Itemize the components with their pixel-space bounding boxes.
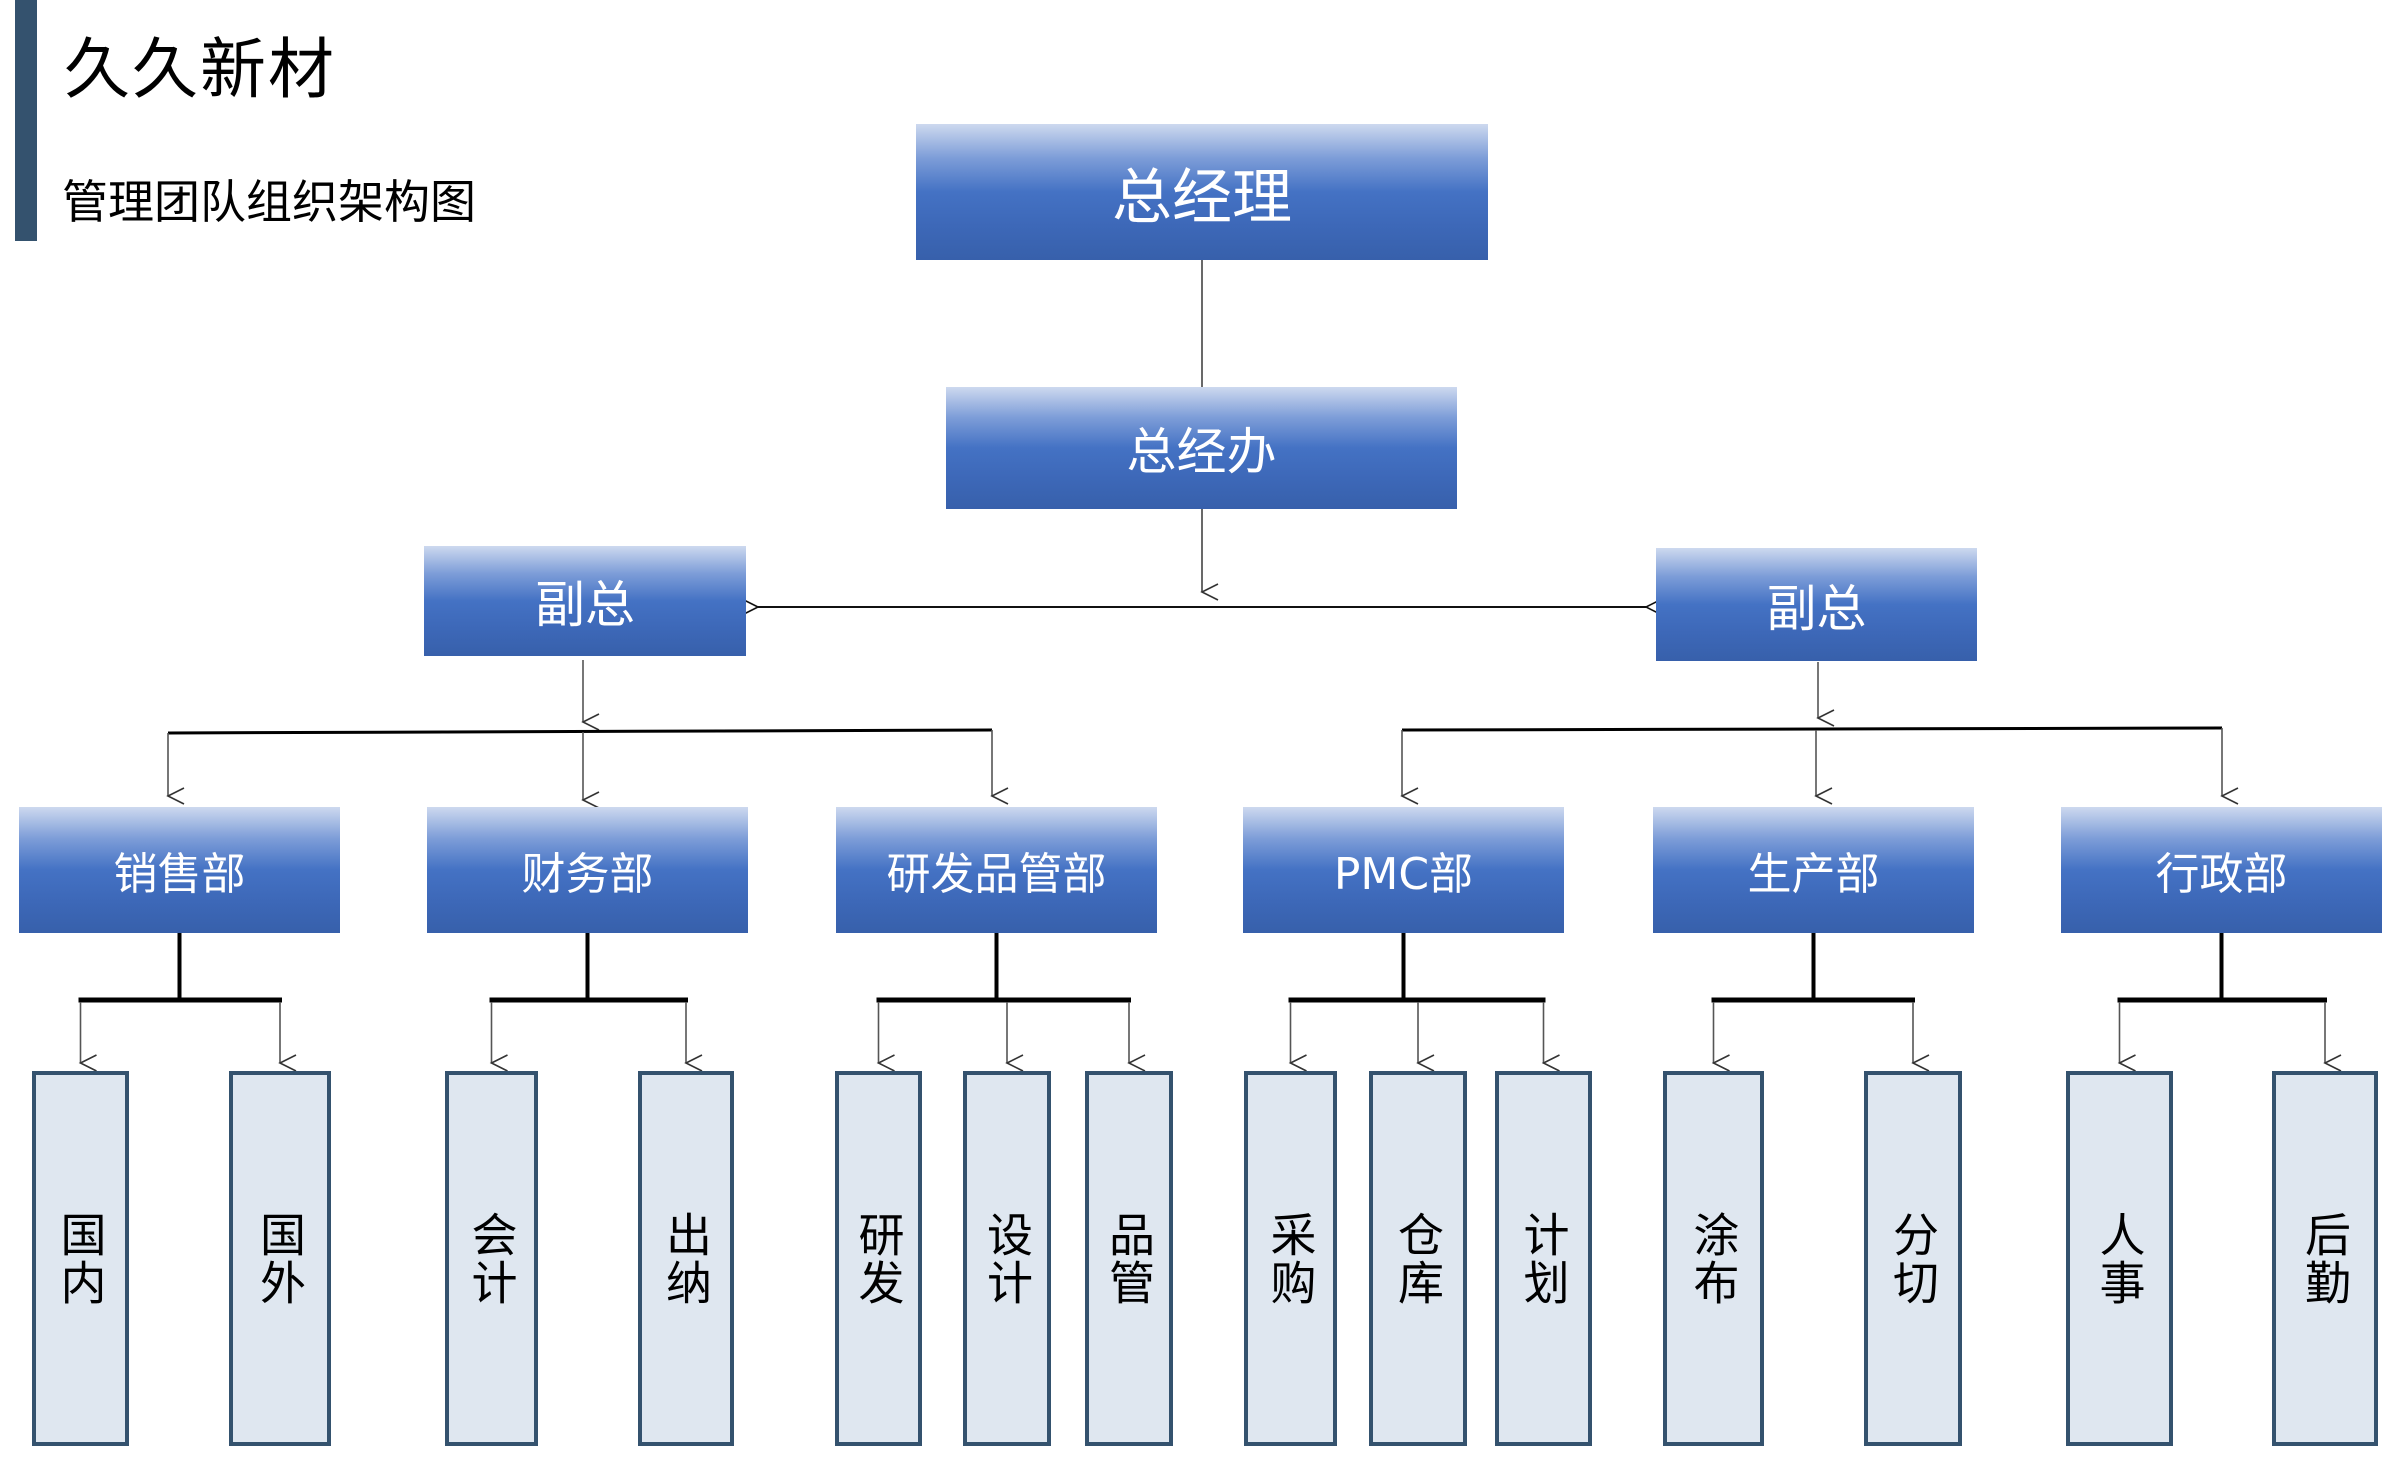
- unit-label: 国内: [53, 1210, 108, 1307]
- unit-box[interactable]: 设计: [963, 1071, 1051, 1446]
- unit-box[interactable]: 研发: [835, 1071, 922, 1446]
- dept-node[interactable]: 财务部: [427, 807, 748, 933]
- dept-node[interactable]: 销售部: [19, 807, 340, 933]
- unit-label: 后勤: [2298, 1210, 2352, 1307]
- dept-node[interactable]: 生产部: [1653, 807, 1974, 933]
- dept-node[interactable]: 行政部: [2061, 807, 2382, 933]
- unit-label: 国外: [253, 1210, 307, 1307]
- unit-label: 计划: [1516, 1210, 1571, 1307]
- unit-label: 会计: [464, 1210, 519, 1307]
- node-vp-left[interactable]: 副总: [424, 546, 746, 656]
- unit-label: 出纳: [659, 1210, 713, 1307]
- unit-box[interactable]: 品管: [1085, 1071, 1173, 1446]
- node-general-manager[interactable]: 总经理: [916, 124, 1488, 260]
- unit-label: 品管: [1102, 1210, 1156, 1307]
- unit-box[interactable]: 分切: [1864, 1071, 1962, 1446]
- unit-label: 研发: [851, 1210, 906, 1307]
- unit-box[interactable]: 出纳: [638, 1071, 734, 1446]
- company-title: 久久新材: [64, 31, 336, 108]
- vp-right-bus: [1401, 726, 2223, 732]
- unit-box[interactable]: 后勤: [2272, 1071, 2378, 1446]
- node-gm-office[interactable]: 总经办: [946, 387, 1457, 509]
- unit-label: 设计: [980, 1210, 1034, 1307]
- unit-box[interactable]: 国外: [229, 1071, 331, 1446]
- dept-node[interactable]: PMC部: [1243, 807, 1564, 933]
- unit-label: 人事: [2092, 1210, 2147, 1307]
- unit-label: 分切: [1886, 1210, 1940, 1307]
- vp-left-bus: [167, 728, 993, 735]
- unit-box[interactable]: 会计: [445, 1071, 538, 1446]
- unit-box[interactable]: 国内: [32, 1071, 129, 1446]
- chart-subtitle: 管理团队组织架构图: [62, 175, 476, 229]
- header-accent-bar: [15, 0, 37, 241]
- dept-node[interactable]: 研发品管部: [836, 807, 1157, 933]
- unit-box[interactable]: 仓库: [1369, 1071, 1467, 1446]
- node-vp-right[interactable]: 副总: [1656, 548, 1977, 661]
- unit-label: 仓库: [1391, 1210, 1445, 1307]
- unit-box[interactable]: 采购: [1244, 1071, 1337, 1446]
- unit-box[interactable]: 人事: [2066, 1071, 2173, 1446]
- unit-label: 涂布: [1686, 1210, 1741, 1307]
- unit-label: 采购: [1263, 1210, 1318, 1307]
- unit-box[interactable]: 计划: [1495, 1071, 1592, 1446]
- unit-box[interactable]: 涂布: [1663, 1071, 1764, 1446]
